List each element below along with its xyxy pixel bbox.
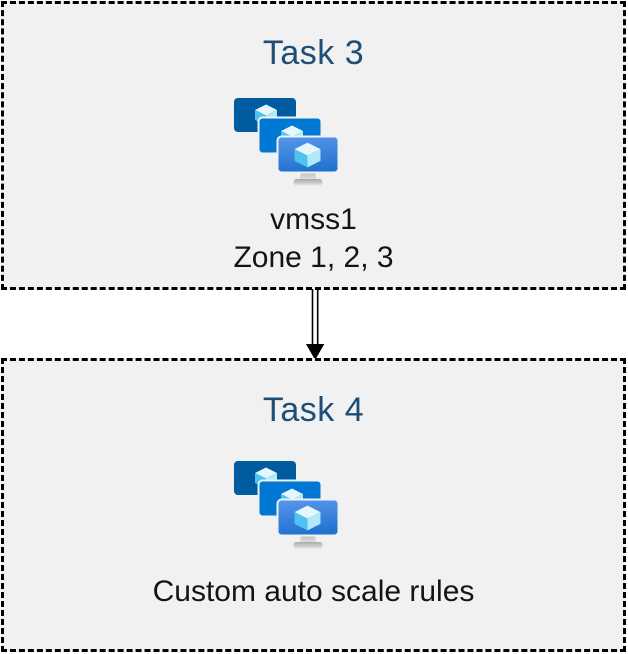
vm-scale-sets-icon bbox=[233, 461, 339, 551]
autoscale-rules-label: Custom auto scale rules bbox=[152, 575, 475, 608]
task4-label-block: Custom auto scale rules bbox=[153, 573, 475, 611]
arrowhead-icon bbox=[306, 344, 325, 360]
task4-title: Task 4 bbox=[262, 391, 365, 429]
down-arrow-connector bbox=[306, 289, 325, 360]
task3-label-block: vmss1 Zone 1, 2, 3 bbox=[233, 201, 393, 277]
zones-label: Zone 1, 2, 3 bbox=[233, 241, 394, 274]
task4-box: Task 4 Custom auto scale rules bbox=[1, 358, 626, 652]
task3-box: Task 3 vmss1 Zone 1, 2, 3 bbox=[1, 1, 626, 290]
vm-scale-sets-icon bbox=[233, 98, 339, 188]
vmss-name-label: vmss1 bbox=[270, 203, 357, 236]
task3-title: Task 3 bbox=[262, 34, 365, 72]
